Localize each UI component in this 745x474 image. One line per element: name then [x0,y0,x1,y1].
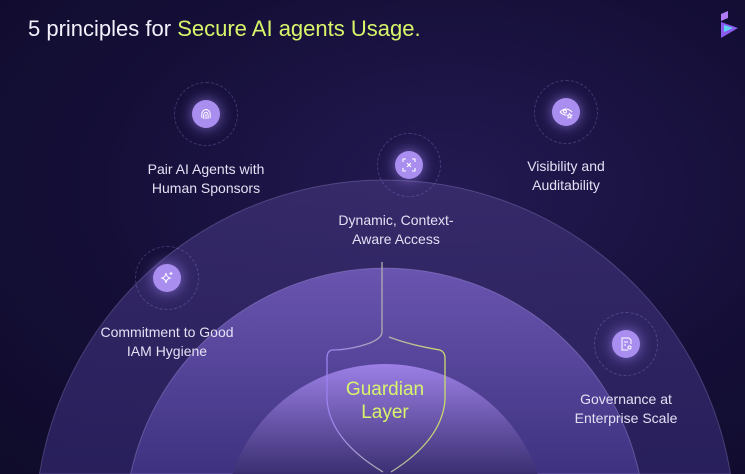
eye-star-icon [559,108,573,119]
brand-logo-icon [721,11,738,38]
principle-label: Dynamic, Context-Aware Access [338,212,454,247]
scan-x-icon [402,158,416,172]
inner-ring [232,364,538,474]
node-fingerprint [174,82,238,146]
fingerprint-icon [201,109,211,120]
node-scan [377,133,441,197]
title-highlight: Secure AI agents Usage. [177,16,421,41]
page-title: 5 principles for Secure AI agents Usage. [28,16,421,42]
sparkles-icon [160,272,173,284]
node-governance [594,312,658,376]
node-eye [534,80,598,144]
shield-outline [326,262,446,473]
title-plain: 5 principles for [28,16,178,41]
node-sparkles [135,246,199,310]
document-gear-icon [621,337,632,351]
